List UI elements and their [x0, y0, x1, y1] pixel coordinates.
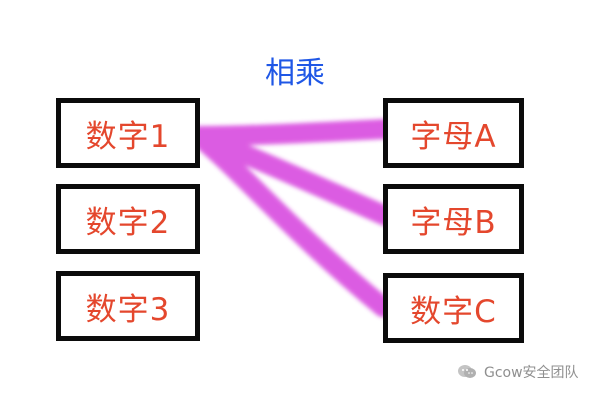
left-box-1-label: 数字1	[85, 118, 171, 155]
watermark-text: Gcow安全团队	[484, 365, 579, 381]
right-box-c: 数字C	[383, 273, 524, 343]
connector-1-b	[188, 126, 396, 226]
left-box-1: 数字1	[56, 98, 200, 168]
left-box-3: 数字3	[56, 271, 200, 341]
left-box-3-label: 数字3	[85, 291, 171, 328]
right-box-a: 字母A	[383, 98, 524, 168]
right-box-b-label: 字母B	[410, 204, 497, 241]
left-box-2-label: 数字2	[85, 204, 171, 241]
connector-1-c	[188, 126, 393, 317]
left-box-2: 数字2	[56, 184, 200, 254]
right-box-b: 字母B	[383, 184, 524, 254]
wechat-icon	[458, 365, 476, 378]
diagram-title: 相乘	[265, 56, 325, 91]
right-box-a-label: 字母A	[410, 118, 497, 155]
connector-1-a	[188, 119, 396, 146]
right-box-c-label: 数字C	[410, 293, 497, 330]
watermark: Gcow安全团队	[456, 362, 579, 382]
